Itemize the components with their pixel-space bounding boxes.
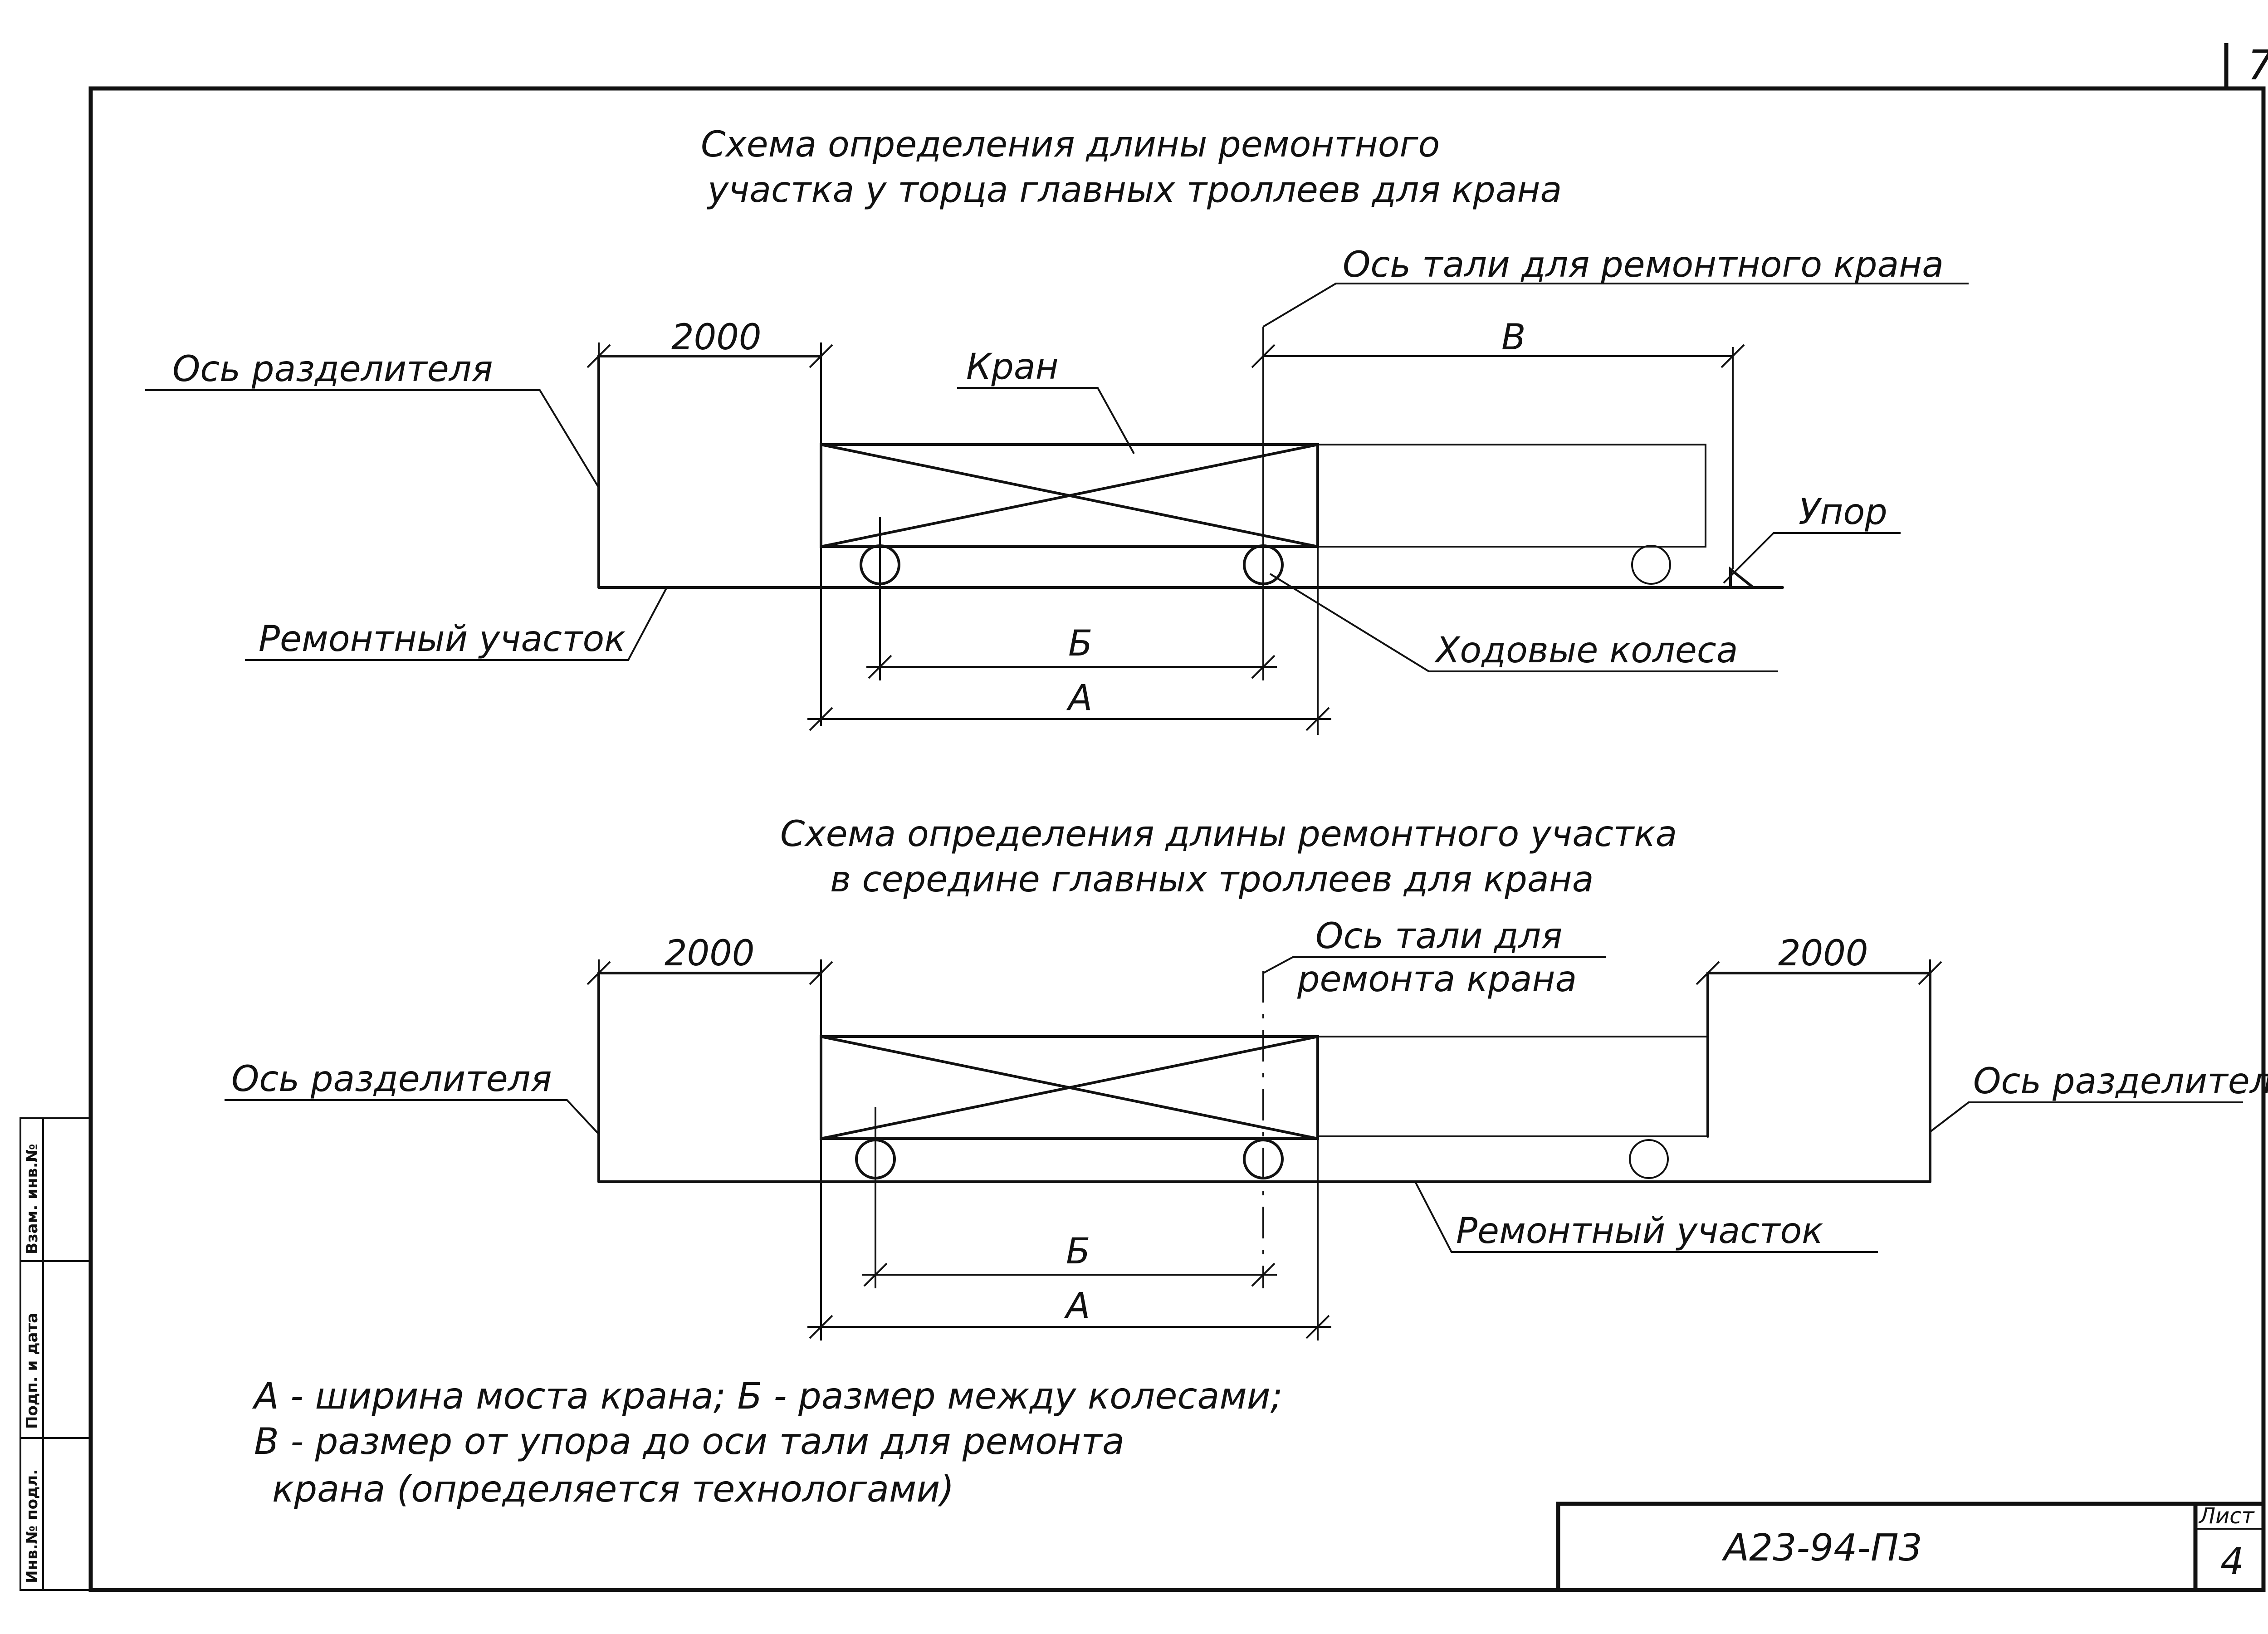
- label-repair-section: Ремонтный участок: [1456, 1211, 1823, 1252]
- label-hoist-axis-line1: Ось тали для: [1315, 916, 1562, 957]
- side-stamp-cell: Взам. инв.№: [23, 1144, 41, 1254]
- label-divider-axis-right: Ось разделителя: [1973, 1061, 2268, 1102]
- sheet-label: Лист: [2198, 1503, 2255, 1529]
- crane-extension-outline: [1318, 444, 1706, 548]
- leader-repair-section: [245, 587, 668, 661]
- dim-2000: 2000: [671, 317, 762, 358]
- side-stamp-cell: Инв.№ подл.: [23, 1469, 41, 1583]
- page-number: 7: [2248, 42, 2268, 89]
- label-divider-axis-left: Ось разделителя: [231, 1059, 552, 1100]
- leader-hoist-axis: [1262, 283, 1969, 328]
- dim-b: Б: [1066, 1231, 1090, 1272]
- diagram2-title-line1: Схема определения длины ремонтного участ…: [780, 814, 1677, 855]
- diagram-end-of-trolleys: Схема определения длины ремонтного участ…: [145, 124, 1969, 735]
- leader-stop: [1723, 532, 1901, 584]
- diagram1-title-line1: Схема определения длины ремонтного: [701, 124, 1440, 165]
- notes: А - ширина моста крана; Б - размер между…: [252, 1375, 1283, 1510]
- leader-divider-axis: [145, 389, 600, 489]
- label-repair-section: Ремонтный участок: [259, 619, 626, 660]
- wheel: [1629, 1139, 1669, 1179]
- repair-section-left: [597, 972, 822, 1183]
- title-block: А23-94-П3 Лист 4: [1556, 1502, 2263, 1590]
- label-divider-axis: Ось разделителя: [172, 349, 493, 390]
- label-hoist-axis-line2: ремонта крана: [1297, 959, 1577, 1000]
- sheet-frame: [88, 86, 2266, 1592]
- leader-divider-axis-left: [225, 1099, 600, 1135]
- crane-extension-outline: [1318, 1036, 1708, 1137]
- leader-wheels: [1269, 573, 1778, 672]
- leader-divider-axis-right: [1929, 1101, 2243, 1133]
- dim-b-upper: В: [1501, 317, 1526, 358]
- side-stamp: Инв.№ подл. Подп. и дата Взам. инв.№: [20, 1117, 92, 1591]
- diagram-middle-of-trolleys: Схема определения длины ремонтного участ…: [225, 814, 2268, 1340]
- dim-b: Б: [1068, 623, 1093, 664]
- sheet-number: 4: [2220, 1540, 2244, 1583]
- leader-hoist-axis: [1263, 956, 1606, 974]
- side-stamp-cell: Подп. и дата: [23, 1313, 41, 1429]
- dim-a: А: [1064, 1286, 1090, 1326]
- leader-crane: [957, 387, 1135, 454]
- note-line: В - размер от упора до оси тали для ремо…: [254, 1420, 1124, 1463]
- note-line: крана (определяется технологами): [272, 1468, 954, 1510]
- stop-mark: [1729, 566, 1755, 589]
- doc-code: А23-94-П3: [1721, 1526, 1922, 1570]
- label-crane: Кран: [966, 347, 1059, 387]
- repair-section-outline: [597, 355, 822, 589]
- diagram2-title-line2: в середине главных троллеев для крана: [830, 859, 1594, 900]
- dim-2000-left: 2000: [665, 933, 755, 974]
- note-line: А - ширина моста крана; Б - размер между…: [252, 1375, 1283, 1417]
- label-stop: Упор: [1799, 492, 1887, 533]
- wheel: [1631, 545, 1671, 585]
- label-wheels: Ходовые колеса: [1434, 630, 1738, 671]
- label-hoist-axis: Ось тали для ремонтного крана: [1343, 245, 1944, 285]
- dim-2000-right: 2000: [1778, 933, 1868, 974]
- leader-repair-section: [1414, 1181, 1878, 1253]
- dim-a: А: [1066, 678, 1092, 719]
- diagram1-title-line2: участка у торца главных троллеев для кра…: [707, 170, 1562, 210]
- repair-section-right: [1706, 972, 1931, 1183]
